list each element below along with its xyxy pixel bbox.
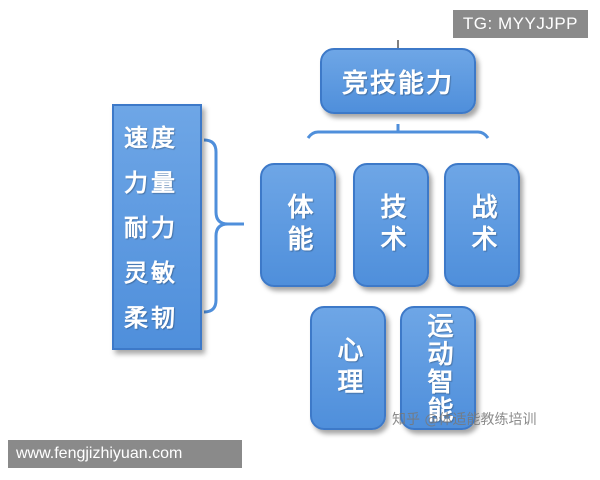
top-watermark: TG: MYYJJPP	[452, 10, 588, 38]
node-technique-label: 技术	[376, 193, 406, 257]
node-psychology: 心理	[310, 306, 386, 430]
left-item-speed: 速度	[124, 124, 178, 152]
left-item-strength: 力量	[124, 169, 178, 197]
top-node-label: 竞技能力	[341, 68, 454, 99]
node-technique: 技术	[353, 163, 429, 287]
node-physical-label: 体能	[283, 193, 313, 257]
left-item-endurance: 耐力	[124, 214, 178, 242]
bottom-watermark: www.fengjizhiyuan.com	[8, 440, 242, 468]
node-sport-intelligence: 运动智能	[400, 306, 476, 430]
zhihu-watermark: 知乎 @体适能教练培训	[392, 412, 537, 428]
top-node-competitive-ability: 竞技能力	[320, 48, 476, 114]
left-list-box: 速度 力量 耐力 灵敏 柔韧	[112, 104, 202, 350]
left-bracket	[203, 138, 244, 314]
node-psychology-label: 心理	[333, 336, 363, 400]
components-brace	[306, 130, 490, 139]
left-item-flexibility: 柔韧	[124, 304, 178, 332]
left-item-agility: 灵敏	[124, 259, 178, 287]
node-tactics-label: 战术	[467, 193, 497, 257]
node-tactics: 战术	[444, 163, 520, 287]
node-physical: 体能	[260, 163, 336, 287]
node-sport-intelligence-label: 运动智能	[423, 312, 453, 424]
